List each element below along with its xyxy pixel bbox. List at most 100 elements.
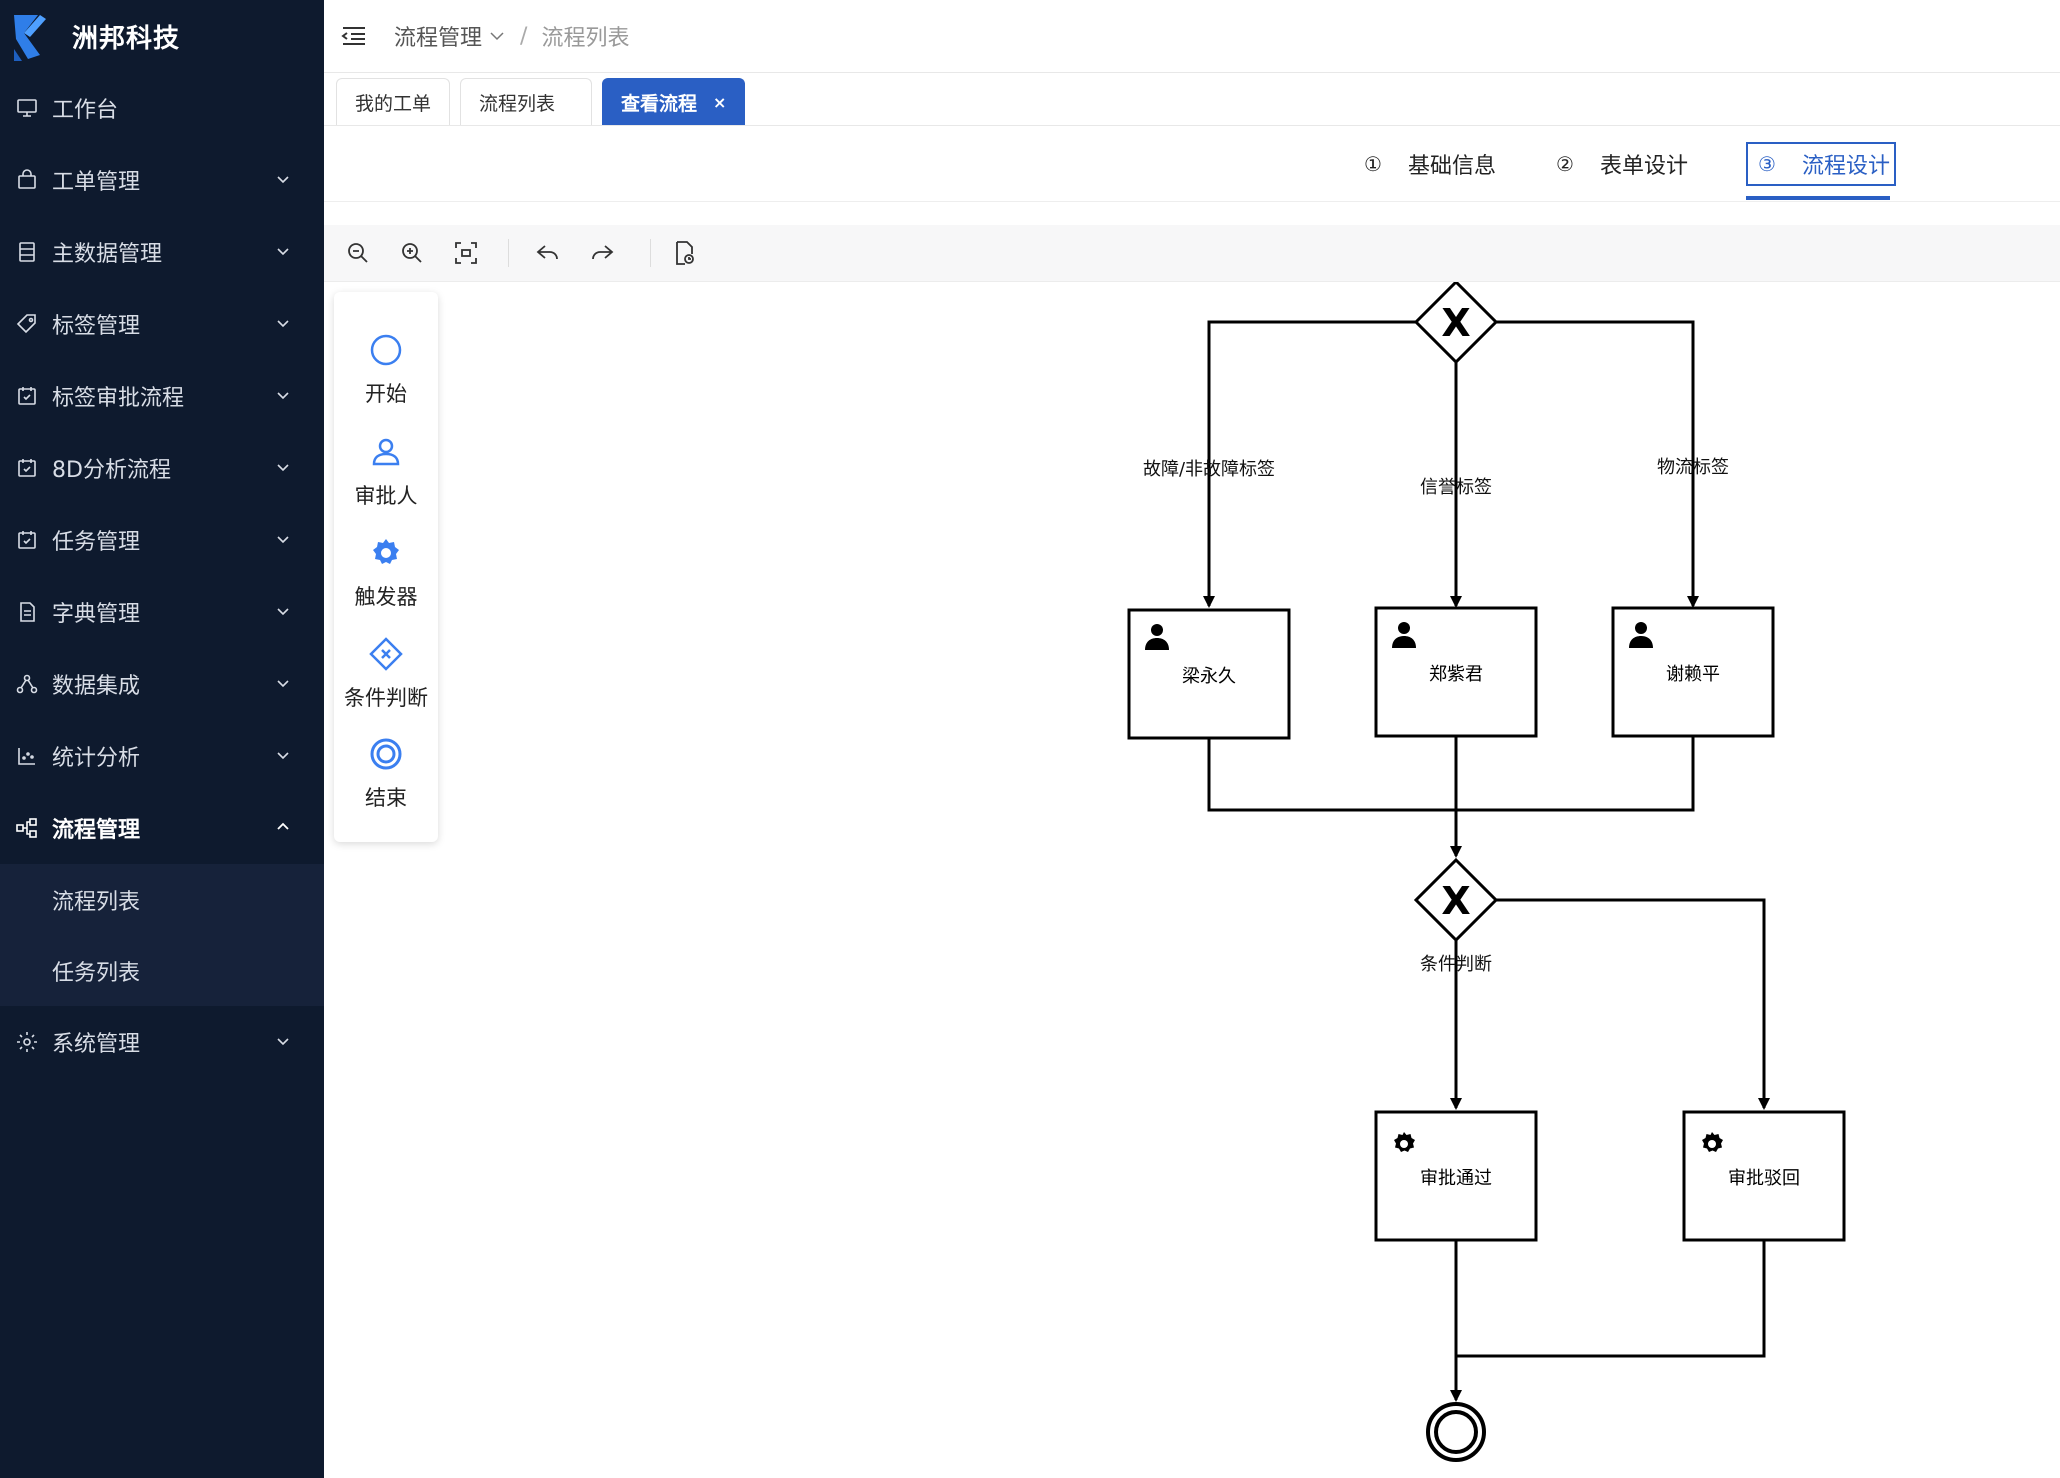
service-task[interactable]: 审批通过 — [1374, 1110, 1538, 1242]
palette-label: 结束 — [365, 786, 407, 810]
palette-end[interactable]: 结束 — [334, 736, 438, 812]
gateway-x-symbol: X — [1441, 301, 1470, 345]
step-label: 基础信息 — [1407, 154, 1496, 179]
sidebar-item-label: 系统管理 — [52, 1032, 141, 1057]
sidebar-item-label: 流程管理 — [52, 818, 141, 843]
calendar-check-icon — [14, 527, 40, 553]
task-label: 审批通过 — [1420, 1168, 1492, 1189]
sidebar-item-label: 统计分析 — [52, 746, 141, 771]
sidebar-menu: 工作台 工单管理 主数据管理 标签管理 标签审 — [0, 72, 324, 1078]
step-label: 表单设计 — [1599, 154, 1688, 179]
user-task[interactable]: 郑紫君 — [1374, 606, 1538, 738]
sidebar-item-tags[interactable]: 标签管理 — [0, 288, 324, 360]
chevron-down-icon — [277, 680, 289, 688]
palette-label: 触发器 — [354, 585, 418, 609]
palette-condition[interactable]: 条件判断 — [334, 636, 438, 712]
flow-label[interactable]: 条件判断 — [1420, 954, 1492, 975]
chevron-down-icon — [277, 536, 289, 544]
sidebar-item-workbench[interactable]: 工作台 — [0, 72, 324, 144]
zoom-in-icon[interactable] — [398, 239, 426, 267]
bpmn-canvas[interactable]: X 故障/非故障标签 信誉标签 物流标签 梁永久 郑紫君 谢赖平 — [324, 282, 2060, 1478]
chevron-down-icon — [277, 392, 289, 400]
flow-label[interactable]: 故障/非故障标签 — [1143, 459, 1275, 480]
palette-start[interactable]: 开始 — [334, 332, 438, 408]
step-number: ② — [1556, 152, 1574, 176]
preview-xml-icon[interactable] — [670, 239, 698, 267]
gear-icon — [1394, 1132, 1415, 1152]
brand-logo[interactable]: 洲邦科技 — [0, 0, 324, 72]
breadcrumb: 流程管理 / 流程列表 — [394, 20, 629, 52]
undo-icon[interactable] — [534, 239, 562, 267]
tab-view-process[interactable]: 查看流程 × — [602, 78, 746, 125]
process-submenu: 流程列表 任务列表 — [0, 864, 324, 1006]
sidebar-item-process[interactable]: 流程管理 — [0, 792, 324, 864]
fit-view-icon[interactable] — [452, 239, 480, 267]
sidebar-item-statistics[interactable]: 统计分析 — [0, 720, 324, 792]
brand-logo-icon — [14, 15, 46, 61]
breadcrumb-item[interactable]: 流程管理 — [394, 26, 483, 51]
flow-label[interactable]: 物流标签 — [1657, 457, 1729, 478]
chevron-down-icon — [277, 752, 289, 760]
sidebar-item-masterdata[interactable]: 主数据管理 — [0, 216, 324, 288]
bag-icon — [14, 167, 40, 193]
palette-label: 条件判断 — [344, 686, 428, 710]
tabs-bar: 我的工单 流程列表 查看流程 × — [324, 73, 2060, 126]
palette-trigger[interactable]: 触发器 — [334, 535, 438, 611]
sidebar-item-tasks[interactable]: 任务管理 — [0, 504, 324, 576]
user-task-icon — [372, 438, 400, 466]
task-label: 郑紫君 — [1429, 664, 1483, 685]
chevron-down-icon[interactable] — [488, 27, 506, 45]
sidebar-item-tag-approval[interactable]: 标签审批流程 — [0, 360, 324, 432]
palette-approver[interactable]: 审批人 — [334, 434, 438, 510]
gear-icon — [1702, 1132, 1723, 1152]
step-number: ③ — [1758, 152, 1776, 176]
sequence-flow[interactable] — [1496, 320, 1699, 608]
sidebar-subitem-process-list[interactable]: 流程列表 — [52, 889, 141, 915]
sidebar-item-8d[interactable]: 8D分析流程 — [0, 432, 324, 504]
chevron-up-icon — [277, 822, 289, 830]
tab-my-workorders[interactable]: 我的工单 — [336, 78, 451, 125]
step-flow-design[interactable]: ③ 流程设计 — [1746, 142, 1896, 186]
redo-icon[interactable] — [588, 239, 616, 267]
sidebar-item-integration[interactable]: 数据集成 — [0, 648, 324, 720]
menu-collapse-icon[interactable] — [340, 22, 368, 50]
sequence-flow[interactable] — [1203, 320, 1416, 608]
sequence-flow[interactable] — [1207, 736, 1695, 812]
split-gateway[interactable]: X — [1413, 282, 1499, 365]
sidebar-subitem-task-list[interactable]: 任务列表 — [52, 960, 141, 986]
close-icon[interactable]: × — [713, 92, 727, 112]
sidebar: 洲邦科技 工作台 工单管理 主数据管理 标签管理 — [0, 0, 324, 1478]
chart-icon — [14, 743, 40, 769]
user-task[interactable]: 谢赖平 — [1611, 606, 1775, 738]
sidebar-item-label: 数据集成 — [52, 674, 141, 699]
tab-process-list[interactable]: 流程列表 — [460, 78, 593, 125]
chevron-down-icon — [277, 1038, 289, 1046]
sidebar-item-dictionary[interactable]: 字典管理 — [0, 576, 324, 648]
user-icon — [1629, 622, 1653, 648]
zoom-out-icon[interactable] — [344, 239, 372, 267]
tab-label: 流程列表 — [479, 92, 556, 115]
steps-bar: ① 基础信息 ② 表单设计 ③ 流程设计 — [324, 126, 2060, 202]
sidebar-item-label: 8D分析流程 — [52, 458, 171, 483]
step-label: 流程设计 — [1801, 154, 1890, 179]
end-event[interactable] — [1426, 1402, 1486, 1462]
user-task[interactable]: 梁永久 — [1127, 608, 1291, 740]
condition-gateway[interactable]: X — [1413, 857, 1499, 943]
sidebar-item-workorder[interactable]: 工单管理 — [0, 144, 324, 216]
step-form-design[interactable]: ② 表单设计 — [1556, 148, 1688, 180]
chevron-down-icon — [277, 248, 289, 256]
task-label: 审批驳回 — [1728, 1168, 1800, 1189]
task-label: 梁永久 — [1182, 666, 1236, 687]
sidebar-item-label: 标签管理 — [52, 314, 141, 339]
sequence-flow[interactable] — [1496, 898, 1770, 1110]
step-active-indicator — [1746, 196, 1890, 200]
sequence-flow[interactable] — [1456, 1240, 1766, 1358]
breadcrumb-separator: / — [520, 23, 528, 49]
user-icon — [1392, 622, 1416, 648]
flow-label[interactable]: 信誉标签 — [1420, 477, 1492, 498]
database-icon — [14, 239, 40, 265]
sidebar-item-system[interactable]: 系统管理 — [0, 1006, 324, 1078]
service-task[interactable]: 审批驳回 — [1682, 1110, 1846, 1242]
brand-name: 洲邦科技 — [72, 23, 181, 54]
step-basic-info[interactable]: ① 基础信息 — [1364, 148, 1496, 180]
